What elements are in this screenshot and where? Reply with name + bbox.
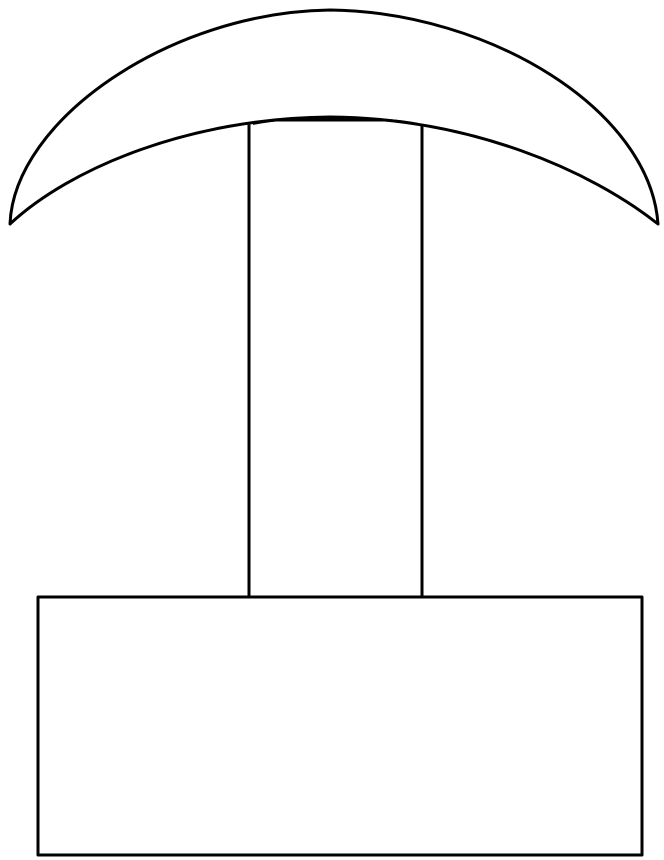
vertical-stem xyxy=(247,118,424,599)
crescent-cap xyxy=(8,8,660,226)
stem-cap-seam xyxy=(252,117,419,125)
base-block xyxy=(36,595,644,857)
